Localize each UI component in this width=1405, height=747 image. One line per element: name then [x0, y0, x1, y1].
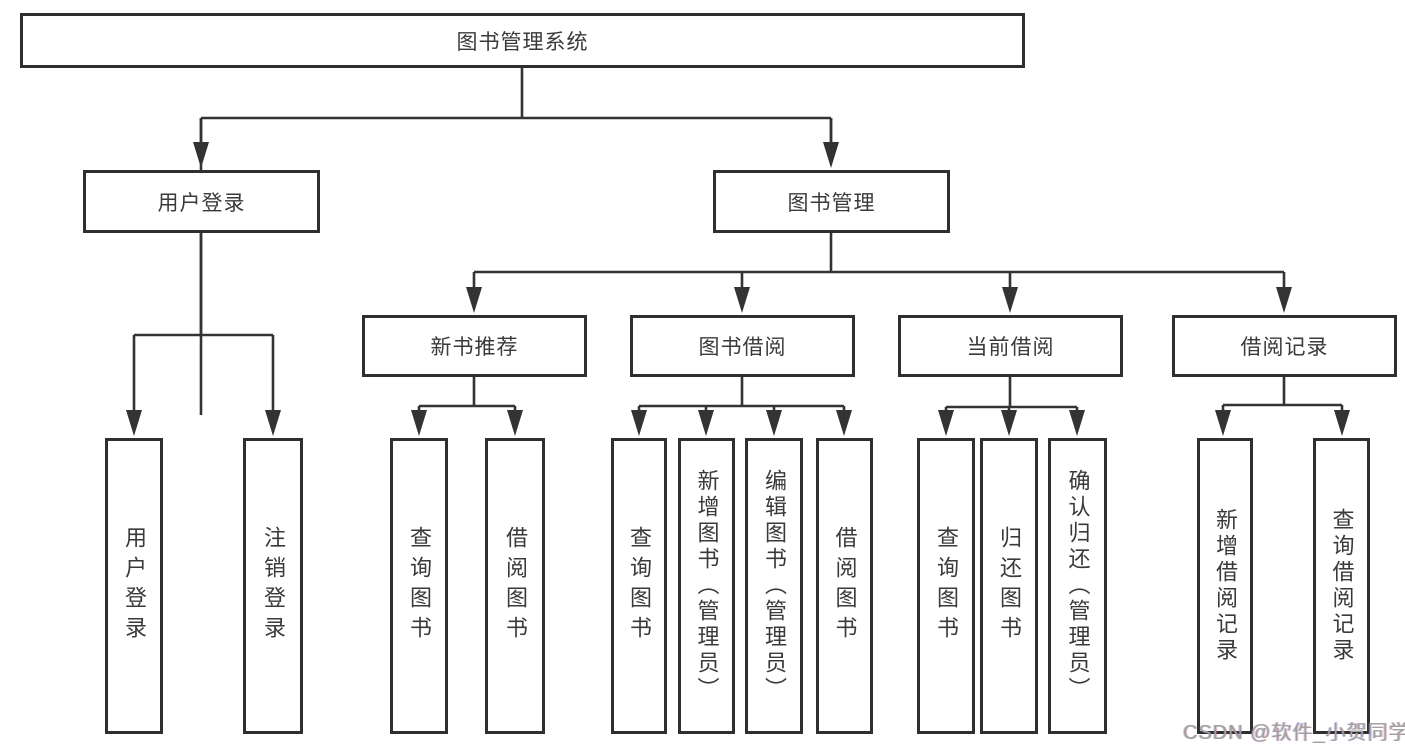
leaf-query-borrow-record: 查询借阅记录: [1313, 438, 1370, 734]
arrowhead-icon: [766, 410, 782, 436]
node-book-borrowing: 图书借阅: [630, 315, 855, 377]
arrowhead-icon: [193, 142, 209, 168]
arrowhead-icon: [1276, 287, 1292, 313]
leaf-confirm-return-admin: 确认归还（管理员）: [1048, 438, 1107, 734]
arrowhead-icon: [698, 410, 714, 436]
arrowhead-icon: [631, 410, 647, 436]
leaf-borrow-books-recommend: 借阅图书: [485, 438, 545, 734]
node-book-management-system: 图书管理系统: [20, 13, 1025, 68]
connector-level2-drops: [199, 118, 833, 150]
leaf-return-books: 归还图书: [980, 438, 1038, 734]
leaf-add-books-admin: 新增图书（管理员）: [678, 438, 735, 734]
arrowhead-icon: [1069, 410, 1085, 436]
arrowhead-icon: [1001, 410, 1017, 436]
connector-current-borrowing-split: [944, 377, 1079, 418]
node-book-management-branch: 图书管理: [713, 170, 950, 233]
arrowhead-icon: [938, 410, 954, 436]
leaf-logout: 注销登录: [243, 438, 303, 734]
connector-user-login-split: [132, 233, 275, 418]
arrowhead-icon: [466, 287, 482, 313]
arrowhead-icon: [823, 142, 839, 168]
arrowhead-icon: [1002, 287, 1018, 313]
csdn-watermark: CSDN @软件_小贺同学: [1183, 722, 1405, 744]
connector-book-borrowing-split: [637, 377, 846, 418]
leaf-query-books-current: 查询图书: [917, 438, 975, 734]
connector-borrow-records-split: [1221, 377, 1344, 418]
arrowhead-icon: [507, 410, 523, 436]
node-borrowing-records: 借阅记录: [1172, 315, 1397, 377]
arrowhead-icon: [411, 410, 427, 436]
connector-new-book-split: [417, 377, 517, 418]
node-user-login-branch: 用户登录: [83, 170, 320, 233]
leaf-user-login: 用户登录: [105, 438, 163, 734]
leaf-edit-books-admin: 编辑图书（管理员）: [745, 438, 803, 734]
arrowhead-icon: [265, 410, 281, 436]
arrowhead-icon: [836, 410, 852, 436]
node-new-book-recommend: 新书推荐: [362, 315, 587, 377]
connector-book-mgmt-split: [472, 233, 1286, 295]
arrowhead-icon: [1215, 410, 1231, 436]
leaf-query-books-recommend: 查询图书: [390, 438, 448, 734]
leaf-add-borrow-record: 新增借阅记录: [1197, 438, 1253, 734]
leaf-borrow-books: 借阅图书: [816, 438, 873, 734]
arrowhead-icon: [1334, 410, 1350, 436]
arrowhead-icon: [734, 287, 750, 313]
arrowhead-icon: [126, 410, 142, 436]
node-current-borrowing: 当前借阅: [898, 315, 1123, 377]
leaf-query-books-borrowing: 查询图书: [611, 438, 667, 734]
